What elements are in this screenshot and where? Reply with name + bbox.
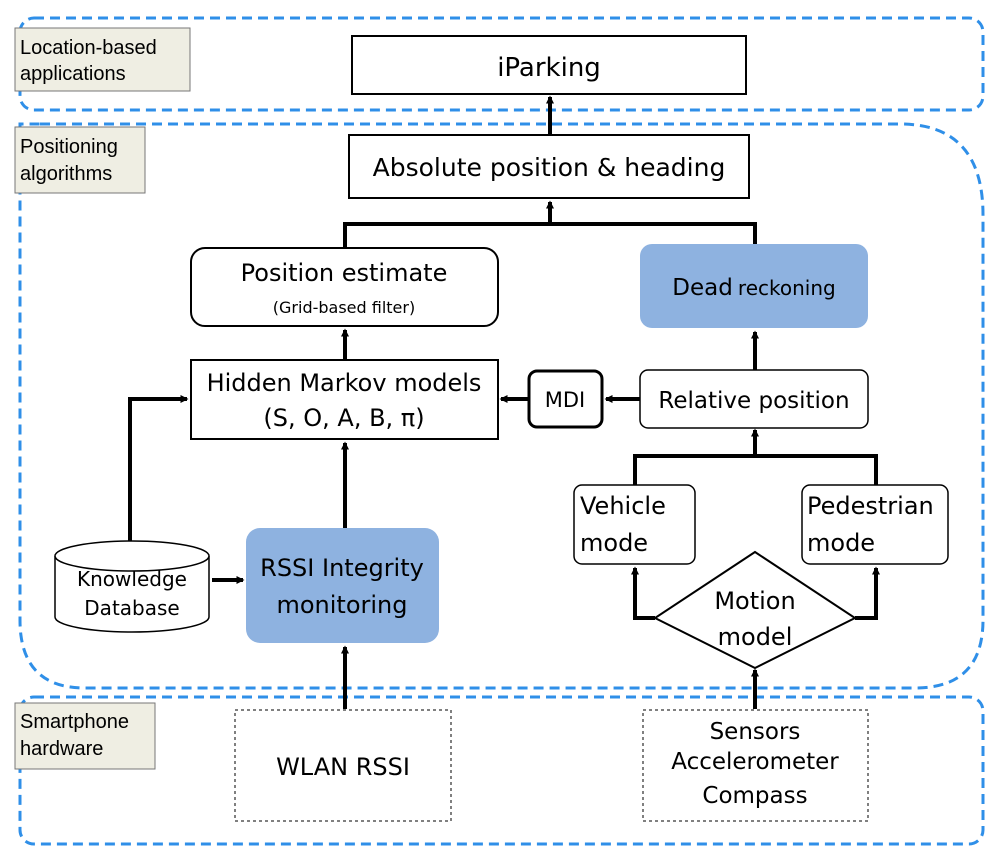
hardware-layer (18, 695, 985, 846)
algorithms-layer (18, 122, 985, 690)
sensors-box: Sensors Accelerometer Compass (642, 709, 869, 822)
pedestrian-mode-line-2: mode (807, 529, 875, 557)
algorithms-layer-tag: Positioning algorithms (14, 126, 146, 194)
arrow-motion-to-vehicle (631, 566, 655, 620)
dead-reckoning-word-1: Dead (672, 275, 733, 301)
mdi-label: MDI (545, 388, 585, 412)
algorithms-tag-line-1: Positioning (20, 136, 118, 158)
rssi-integrity-box: RSSI Integrity monitoring (246, 528, 439, 643)
knowledge-database-line-2: Database (84, 596, 179, 620)
hmm-box: Hidden Markov models (S, O, A, B, π) (190, 359, 499, 440)
applications-tag-line-2: applications (20, 63, 126, 85)
merge-modes (633, 454, 878, 485)
algorithms-tag-line-2: algorithms (20, 163, 112, 185)
pedestrian-mode-box: Pedestrian mode (801, 484, 949, 565)
position-estimate-box: Position estimate (Grid-based filter) (190, 247, 499, 327)
motion-model-diamond: Motion model (653, 550, 857, 670)
vehicle-mode-box: Vehicle mode (573, 484, 696, 565)
iparking-box: iParking (351, 35, 747, 95)
sensors-line-3: Compass (702, 783, 807, 809)
rssi-integrity-line-2: monitoring (276, 591, 407, 619)
wlan-rssi-label: WLAN RSSI (276, 753, 410, 781)
dead-reckoning-box: Dead reckoning (640, 244, 868, 328)
iparking-label: iParking (497, 53, 601, 83)
applications-layer (18, 16, 985, 112)
knowledge-database-cylinder: Knowledge Database (54, 540, 210, 633)
sensors-line-2: Accelerometer (671, 749, 839, 775)
connectors (128, 95, 880, 709)
hmm-line-2: (S, O, A, B, π) (263, 404, 424, 432)
dead-reckoning-word-2: reckoning (738, 276, 836, 300)
vehicle-mode-line-2: mode (580, 529, 648, 557)
hmm-line-1: Hidden Markov models (207, 369, 482, 397)
motion-model-line-2: model (718, 623, 793, 651)
pedestrian-mode-line-1: Pedestrian (807, 492, 934, 520)
hardware-layer-tag: Smartphone hardware (14, 702, 156, 770)
sensors-line-1: Sensors (710, 719, 801, 745)
applications-tag-line-1: Location-based (20, 37, 157, 59)
arrow-motion-to-pedestrian (855, 566, 880, 620)
knowledge-database-line-1: Knowledge (77, 567, 187, 591)
position-estimate-title: Position estimate (241, 259, 448, 287)
rssi-integrity-line-1: RSSI Integrity (260, 554, 424, 582)
absolute-position-box: Absolute position & heading (348, 134, 750, 199)
relative-position-label: Relative position (658, 388, 849, 414)
hardware-tag-line-1: Smartphone (20, 711, 129, 733)
position-estimate-subtitle: (Grid-based filter) (273, 298, 415, 317)
hardware-tag-line-2: hardware (20, 738, 103, 760)
wlan-rssi-box: WLAN RSSI (234, 709, 452, 822)
dead-reckoning-label: Dead reckoning (672, 275, 835, 301)
motion-model-line-1: Motion (714, 587, 795, 615)
absolute-position-label: Absolute position & heading (373, 153, 726, 182)
arrow-knowledge-to-hmm (128, 395, 189, 543)
applications-layer-tag: Location-based applications (14, 27, 191, 92)
relative-position-box: Relative position (639, 369, 869, 429)
vehicle-mode-line-1: Vehicle (580, 492, 666, 520)
mdi-box: MDI (527, 369, 604, 429)
